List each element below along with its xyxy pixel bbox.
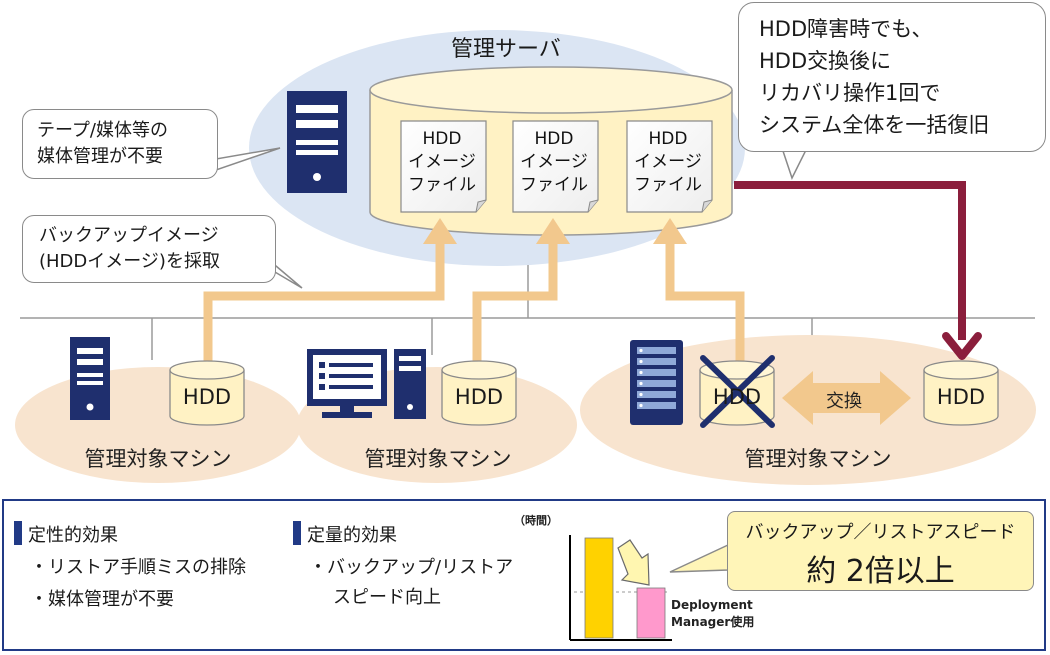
swap-label: 交換 <box>826 391 862 412</box>
file-doc-2 <box>512 120 599 213</box>
quantitative-item-1: ・バックアップ/リストア <box>309 557 514 578</box>
file-label-1-line1: HDD <box>422 129 462 149</box>
file-label-2: HDD イメージ ファイル <box>515 128 593 197</box>
file-label-1: HDD イメージ ファイル <box>403 128 481 197</box>
hdd-cylinder-new <box>923 360 999 426</box>
qualitative-item-2: ・媒体管理が不要 <box>30 589 174 610</box>
file-label-3-line3: ファイル <box>634 175 702 195</box>
chart-annotation: Deployment Manager使用 <box>671 598 755 629</box>
callout-speed: バックアップ／リストアスピード 約 2倍以上 <box>727 511 1034 591</box>
machine-tower-icon-1 <box>70 337 110 420</box>
rack-server-icon <box>630 340 683 425</box>
qualitative-marker <box>14 521 22 545</box>
hdd-label-2: HDD <box>454 385 504 409</box>
file-label-2-line3: ファイル <box>520 175 588 195</box>
file-doc-3 <box>626 120 713 213</box>
file-label-1-line2: イメージ <box>408 152 476 172</box>
callout-backup-line1: バックアップイメージ <box>39 225 219 246</box>
server-title: 管理サーバ <box>451 37 561 62</box>
callout-media-line1: テープ/媒体等の <box>37 120 168 141</box>
chart-down-arrow <box>617 539 650 586</box>
effects-panel <box>2 499 1046 651</box>
quantitative-marker <box>293 521 301 545</box>
callout-recovery-line4: システム全体を一括復旧 <box>759 113 990 137</box>
quantitative-item-2: スピード向上 <box>333 587 441 608</box>
callout-media: テープ/媒体等の 媒体管理が不要 <box>22 109 218 179</box>
hdd-cylinder-1 <box>169 360 245 426</box>
hdd-label-new: HDD <box>936 385 986 409</box>
speed-chart <box>569 535 672 641</box>
callout-recovery-line3: リカバリ操作1回で <box>759 81 941 105</box>
swap-double-arrow <box>782 371 911 425</box>
callout-recovery-line2: HDD交換後に <box>759 49 892 73</box>
file-label-3: HDD イメージ ファイル <box>629 128 707 197</box>
hdd-label-1: HDD <box>182 385 232 409</box>
callout-recovery: HDD障害時でも、 HDD交換後に リカバリ操作1回で システム全体を一括復旧 <box>738 2 1046 152</box>
callout-recovery-line1: HDD障害時でも、 <box>759 17 933 41</box>
callout-speed-line1: バックアップ／リストアスピード <box>745 522 1016 543</box>
file-label-2-line2: イメージ <box>520 152 588 172</box>
failure-cross-icon <box>700 355 775 428</box>
file-label-3-line2: イメージ <box>634 152 702 172</box>
machine-label-3: 管理対象マシン <box>744 447 892 471</box>
chart-bar-before <box>584 537 614 639</box>
file-doc-1 <box>400 120 487 213</box>
callout-backup: バックアップイメージ (HDDイメージ)を採取 <box>22 215 276 283</box>
desktop-pc-icon <box>307 349 426 419</box>
file-label-2-line1: HDD <box>534 129 574 149</box>
qualitative-title: 定性的効果 <box>28 525 118 546</box>
quantitative-title: 定量的効果 <box>307 525 397 546</box>
backup-arrows <box>203 238 745 378</box>
file-label-1-line3: ファイル <box>408 175 476 195</box>
hdd-cylinder-2 <box>441 360 517 426</box>
hdd-label-failed: HDD <box>712 385 762 409</box>
file-label-3-line1: HDD <box>648 129 688 149</box>
callout-speed-line2: 約 2倍以上 <box>806 554 955 589</box>
chart-ylabel: （時間） <box>514 514 558 527</box>
callout-backup-line2: (HDDイメージ)を採取 <box>39 251 220 272</box>
chart-bar-after <box>636 587 666 639</box>
backup-arrowheads <box>423 218 687 244</box>
restore-arrow <box>734 181 982 360</box>
qualitative-item-1: ・リストア手順ミスの排除 <box>30 557 246 578</box>
machine-label-2: 管理対象マシン <box>364 447 512 471</box>
machine-label-1: 管理対象マシン <box>84 447 232 471</box>
server-tower-icon <box>287 91 347 193</box>
callout-media-line2: 媒体管理が不要 <box>37 146 163 167</box>
